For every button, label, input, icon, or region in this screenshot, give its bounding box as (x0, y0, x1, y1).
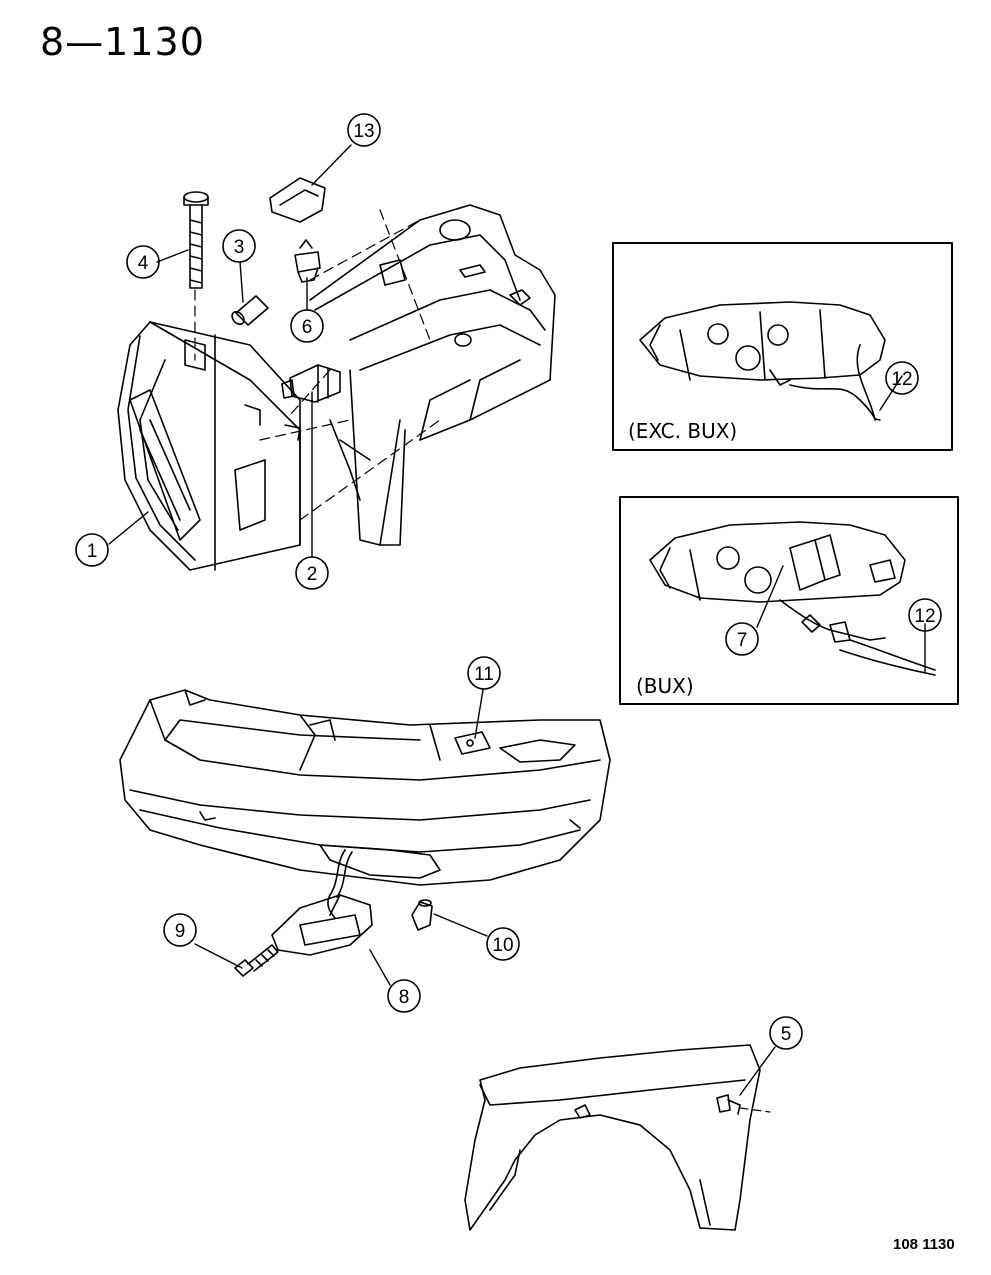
callouts: 13 4 3 6 1 2 12 7 (75, 113, 942, 1050)
fender-alignment-line (739, 1107, 771, 1113)
wedge-bulb (231, 295, 269, 326)
svg-text:8: 8 (399, 987, 410, 1008)
side-marker-lamp (271, 849, 373, 956)
svg-text:13: 13 (353, 121, 374, 142)
callout-13: 13 (347, 113, 381, 147)
inset-exc-bux-frame (612, 242, 953, 451)
inset-bux-label: (BUX) (636, 674, 694, 698)
svg-text:9: 9 (175, 921, 186, 942)
callout-2: 2 (295, 556, 329, 590)
callout-6: 6 (290, 309, 324, 343)
svg-text:10: 10 (492, 935, 513, 956)
svg-text:3: 3 (234, 237, 245, 258)
inset-exc-bux-label: (EXC. BUX) (628, 419, 737, 443)
svg-text:6: 6 (302, 317, 313, 338)
svg-text:5: 5 (781, 1024, 792, 1045)
socket-small (294, 239, 321, 283)
callout-4: 4 (126, 245, 160, 279)
clip-nut (454, 731, 491, 755)
callout-12-exc-bux: 12 (885, 361, 919, 395)
clip (269, 177, 326, 223)
callout-1: 1 (75, 533, 109, 567)
callout-9: 9 (163, 913, 197, 947)
headlamp-assembly (117, 321, 301, 571)
fender (464, 1044, 761, 1231)
callout-11: 11 (467, 656, 501, 690)
socket-large (281, 364, 341, 403)
drawing-code: 108 1130 (893, 1236, 955, 1253)
svg-text:12: 12 (914, 606, 935, 627)
svg-text:2: 2 (307, 564, 318, 585)
svg-text:11: 11 (474, 664, 494, 685)
radiator-support (309, 204, 556, 546)
inset-bux-lamp (649, 521, 936, 676)
svg-text:12: 12 (891, 369, 912, 390)
bolt (183, 191, 209, 289)
svg-text:7: 7 (737, 630, 748, 651)
callout-8: 8 (387, 979, 421, 1013)
inset-exc-bux-lamp (639, 301, 886, 421)
page-code: 8—1130 (40, 20, 205, 64)
callout-7: 7 (725, 622, 759, 656)
marker-bulb (411, 899, 433, 931)
svg-text:4: 4 (138, 253, 149, 274)
svg-text:1: 1 (87, 541, 98, 562)
alignment-lines (194, 209, 441, 521)
callout-10: 10 (486, 927, 520, 961)
callout-12-bux: 12 (908, 598, 942, 632)
inset-bux-frame (619, 496, 959, 705)
callout-5: 5 (769, 1016, 803, 1050)
callout-3: 3 (222, 229, 256, 263)
front-fascia (119, 689, 611, 886)
screw (234, 944, 279, 977)
leader-lines (108, 144, 926, 1096)
